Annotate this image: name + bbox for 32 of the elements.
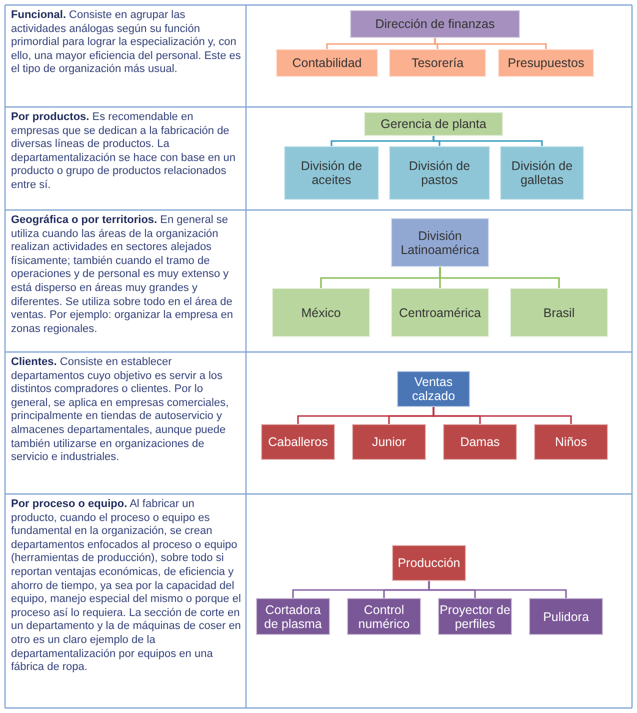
org-box: División de aceites [284,146,379,200]
org-box: Gerencia de planta [364,112,503,136]
org-box: Contabilidad [276,49,378,77]
org-box: Presupuestos [498,49,594,77]
connector-line [428,581,567,598]
org-box: Cortadora de plasma [256,598,330,635]
org-box: División de pastos [389,146,490,200]
org-box: Proyector de perfiles [438,598,512,635]
org-box: Control numérico [347,598,421,635]
org-box: División de galletas [500,146,584,200]
org-box: División Latinoamérica [391,218,489,267]
org-box: Ventas calzado [397,371,470,407]
org-box: México [272,288,370,337]
org-box: Dirección de finanzas [350,10,520,38]
description-text: Por proceso o equipo. Al fabricar un producto, cuando el proceso o equipo es fundamental en la organización, se crean departamentos enfocados al proceso o equipo (herramientas de producción), sobre todo si reportan ventajas económicas, de eficiencia y ahorro de tiempo, ya sea por la capacidad del equipo, manejo especial del mismo o porque el proceso así lo requiera. La sección de corte en un departamento y la de máquinas de coser en otro es un claro ejemplo de la departamentalización por equipos en una fábrica de ropa. [11,498,242,675]
connector-line [432,407,572,424]
org-box: Tesorería [389,49,486,77]
org-box: Niños [534,424,608,460]
org-box: Junior [352,424,426,460]
org-box: Brasil [510,288,608,337]
org-box: Caballeros [261,424,335,460]
description-text: Funcional. Consiste en agrupar las actividades análogas según su función primordial para lograr la especialización y, con ello, una mayor eficiencia del personal. Este es el tipo de organización más usual. [11,9,242,77]
connector-line [439,267,560,288]
org-box: Damas [443,424,517,460]
description-text: Geográfica o por territorios. En general se utiliza cuando las áreas de la organización realizan actividades en sectores alejados físicamente; también cuando el tramo de operaciones y de personal es muy extenso y está disperso en áreas muy grandes y diferentes. Se utiliza sobre todo en el área de ventas. Por ejemplo: organizar la empresa en zonas regionales. [11,214,234,336]
org-box: Pulidora [529,598,603,635]
connector-line [432,136,543,146]
connector-line [434,38,547,49]
org-box: Producción [392,545,466,581]
description-text: Por productos. Es recomendable en empresas que se dedican a la fabricación de diversas líneas de productos. La departamentalización se hace con base en un producto o grupo de productos relacionados entre sí. [11,111,236,193]
description-text: Clientes. Consiste en establecer departamentos cuyo objetivo es servir a los distintos compradores o clientes. Por lo general, se aplica en empresas comerciales, principalmente en tiendas de autoservicio y almacenes departamentales, aunque puede también utilizarse en organizaciones de servicio e industriales. [11,356,230,465]
org-box: Centroamérica [391,288,489,337]
